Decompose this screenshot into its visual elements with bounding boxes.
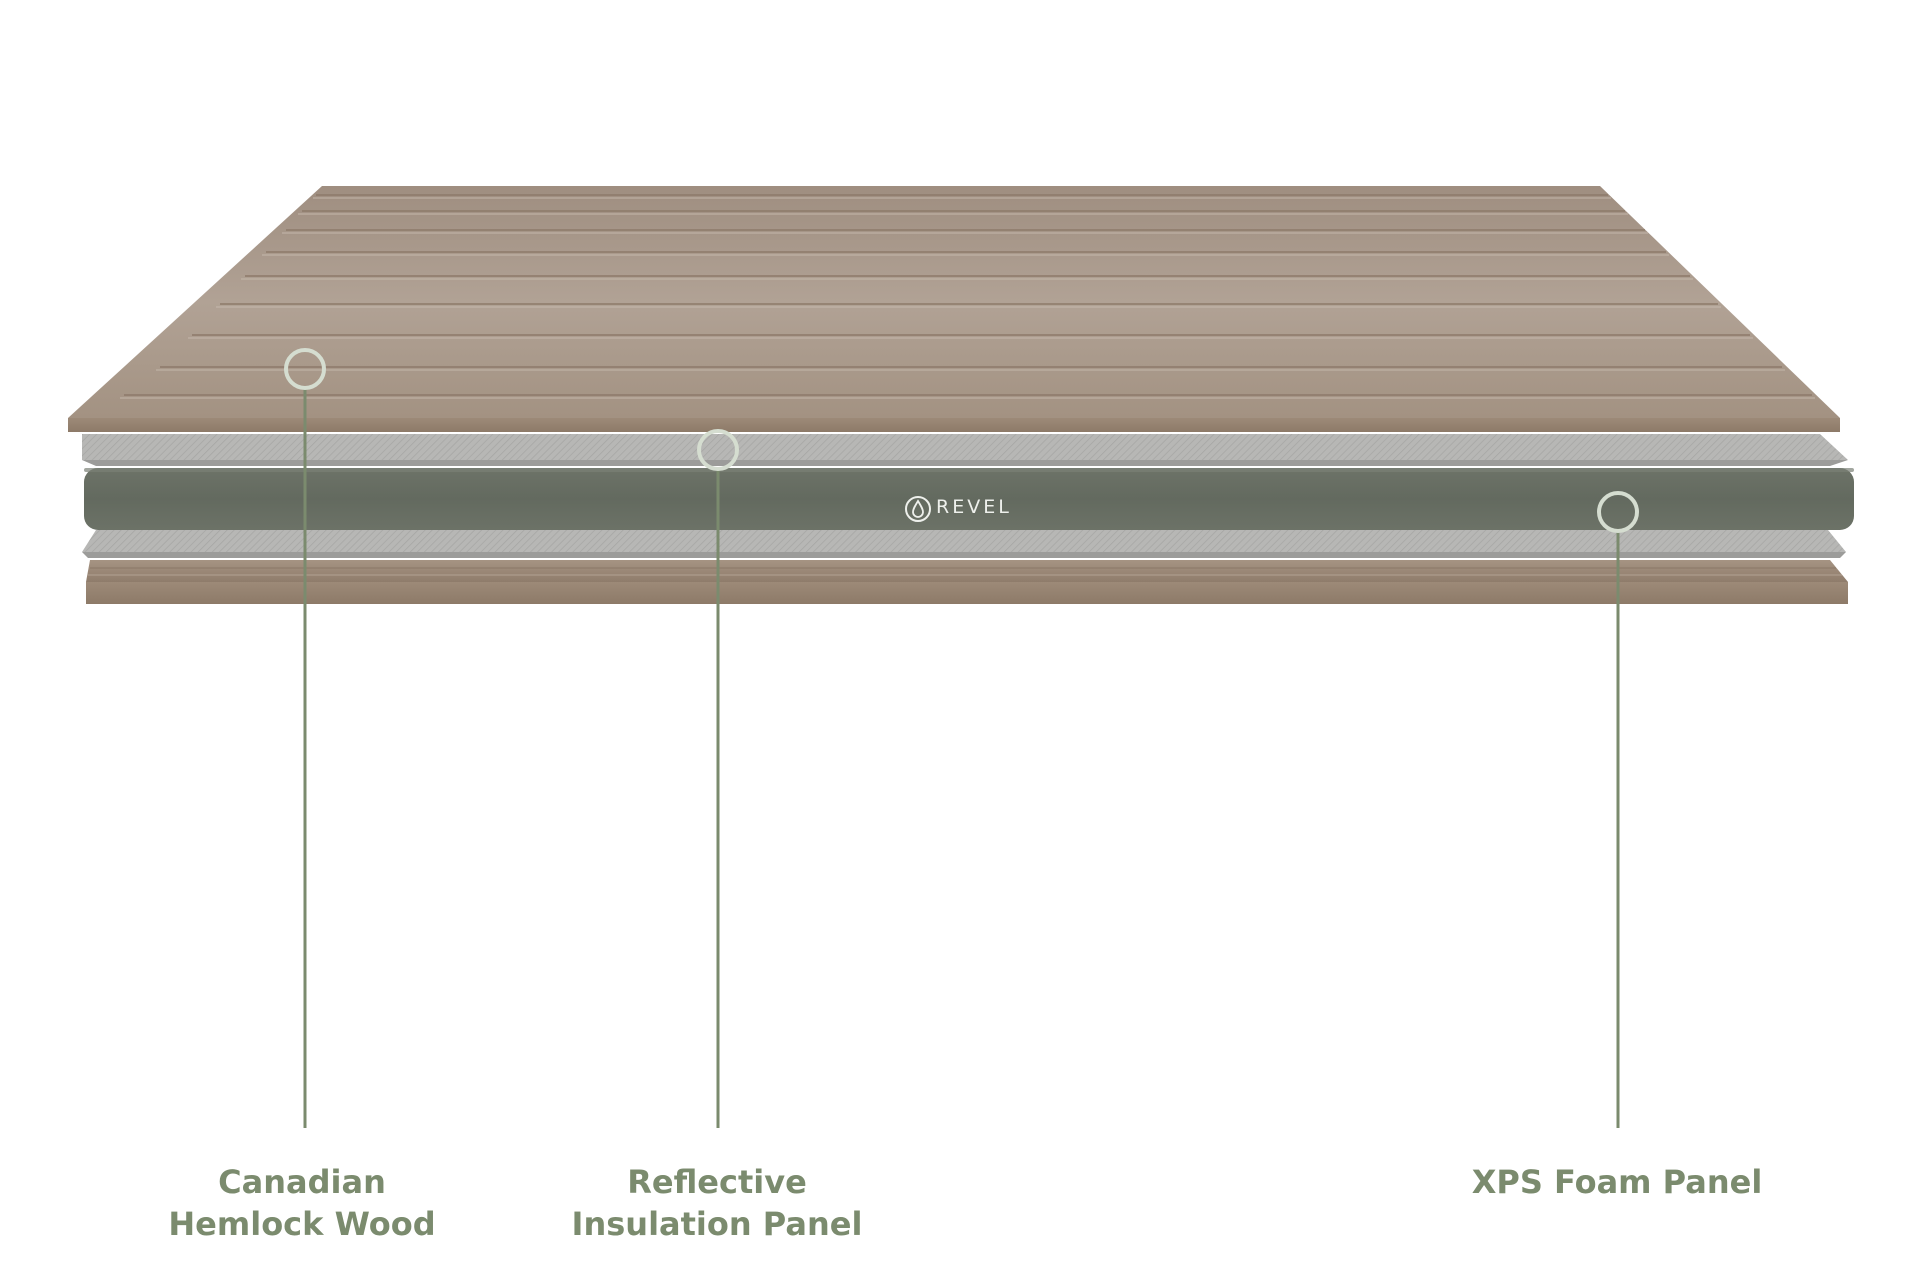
lower-reflective-panel bbox=[82, 530, 1846, 558]
upper-reflective-panel bbox=[82, 434, 1848, 466]
callout-label-line: XPS Foam Panel bbox=[1471, 1163, 1763, 1201]
callout-marker-reflective[interactable] bbox=[697, 429, 739, 471]
callout-label-wood: Canadian Hemlock Wood bbox=[92, 1161, 512, 1245]
top-wood-panel bbox=[68, 186, 1840, 432]
callout-label-xps: XPS Foam Panel bbox=[1407, 1161, 1827, 1203]
callout-label-line: Hemlock Wood bbox=[168, 1205, 436, 1243]
callout-marker-xps[interactable] bbox=[1597, 491, 1639, 533]
callout-label-line: Reflective bbox=[627, 1163, 807, 1201]
brand-logo-text: REVEL bbox=[936, 496, 1012, 518]
bottom-wood-panel bbox=[86, 560, 1848, 604]
water-drop-icon bbox=[905, 496, 931, 522]
callout-marker-wood[interactable] bbox=[284, 348, 326, 390]
callout-label-line: Insulation Panel bbox=[571, 1205, 863, 1243]
callout-label-reflective: Reflective Insulation Panel bbox=[507, 1161, 927, 1245]
callout-label-line: Canadian bbox=[218, 1163, 386, 1201]
xps-foam-panel bbox=[84, 468, 1854, 530]
